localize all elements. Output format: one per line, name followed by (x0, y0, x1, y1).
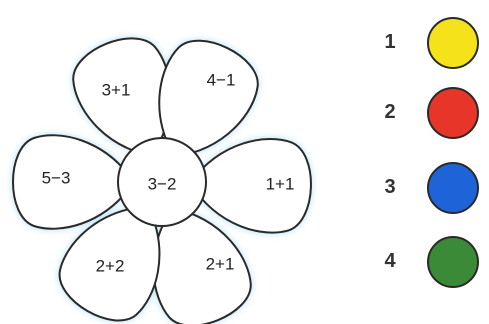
petal-top-right[interactable] (132, 28, 269, 178)
petal-label: 4−1 (207, 71, 236, 90)
flower-center[interactable] (117, 137, 207, 227)
petal-label: 2+2 (96, 257, 125, 276)
red-swatch[interactable] (427, 87, 479, 139)
legend-number: 1 (384, 31, 396, 53)
petal-left[interactable] (12, 134, 136, 230)
blue-swatch[interactable] (427, 162, 479, 214)
yellow-swatch[interactable] (427, 17, 479, 69)
legend-number: 4 (384, 250, 396, 272)
petal-bottom-left[interactable] (47, 183, 188, 324)
petal-label: 5−3 (42, 169, 71, 188)
legend-number: 3 (384, 176, 396, 198)
legend-number: 2 (384, 101, 396, 123)
center-label: 3−2 (148, 175, 177, 194)
legend-row: 1 (375, 15, 489, 75)
legend-row: 3 (375, 160, 489, 220)
petal-label: 1+1 (266, 175, 295, 194)
legend-row: 4 (375, 234, 489, 294)
green-swatch[interactable] (427, 236, 479, 288)
petal-label: 2+1 (206, 255, 235, 274)
petal-right[interactable] (188, 136, 312, 234)
legend-row: 2 (375, 85, 489, 145)
petal-label: 3+1 (102, 81, 131, 100)
flower: 3+1 4−1 1+1 2+1 2+2 5−3 3−2 (12, 28, 312, 324)
